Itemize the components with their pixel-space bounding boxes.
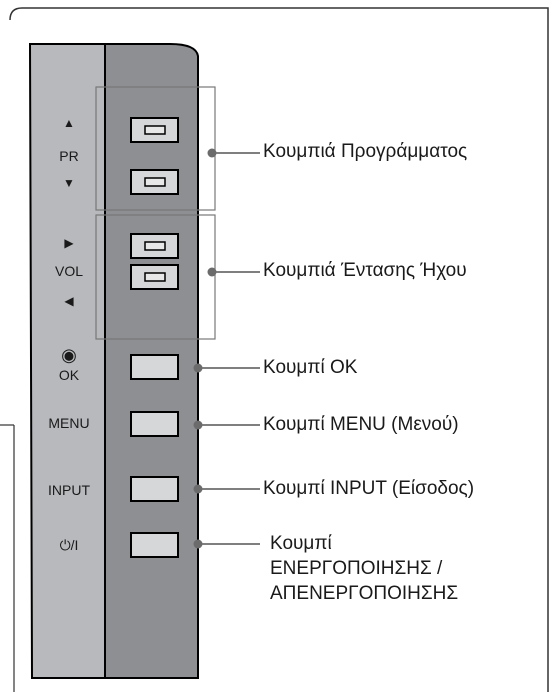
volume-up-button xyxy=(130,233,179,259)
pr-label: PR xyxy=(59,148,79,164)
leader-volume xyxy=(207,267,260,277)
menu-button xyxy=(130,411,179,437)
ok-callout: Κουμπί OK xyxy=(263,357,358,378)
power-callout-line2: ΕΝΕΡΓΟΠΟΙΗΣΗΣ / xyxy=(270,558,443,579)
program-down-button xyxy=(130,169,179,195)
menu-label: MENU xyxy=(48,415,90,431)
volume-group-box xyxy=(95,214,216,340)
volume-callout: Κουμπιά Έντασης Ήχου xyxy=(263,260,467,281)
up-arrow-icon: ▲ xyxy=(63,116,75,130)
power-callout-line1: Κουμπί xyxy=(270,533,332,554)
outer-frame xyxy=(9,7,549,692)
menu-callout: Κουμπί MENU (Μενού) xyxy=(263,414,459,435)
program-callout: Κουμπιά Προγράμματος xyxy=(263,141,468,162)
ok-label: OK xyxy=(58,367,80,383)
leader-program xyxy=(207,148,260,158)
power-callout-line3: ΑΠΕΝΕΡΓΟΠΟΙΗΣΗΣ xyxy=(270,583,459,604)
leader-ok xyxy=(193,363,260,373)
ok-button xyxy=(130,354,179,380)
right-arrow-icon: ▶ xyxy=(64,236,74,250)
leader-power xyxy=(193,539,260,549)
input-callout: Κουμπί INPUT (Είσοδος) xyxy=(263,478,475,499)
leader-input xyxy=(193,484,260,494)
power-label: ⏻/I xyxy=(59,537,79,553)
leader-menu xyxy=(193,420,260,430)
program-group-box xyxy=(95,86,216,211)
ok-circle-icon: ◉ xyxy=(61,345,77,365)
input-button xyxy=(130,476,179,502)
down-arrow-icon: ▼ xyxy=(63,176,75,190)
volume-down-button xyxy=(130,264,179,290)
left-arrow-icon: ◀ xyxy=(64,294,74,308)
vol-label: VOL xyxy=(54,263,83,279)
power-button xyxy=(130,532,179,558)
input-label: INPUT xyxy=(48,482,90,498)
program-up-button xyxy=(130,117,179,143)
